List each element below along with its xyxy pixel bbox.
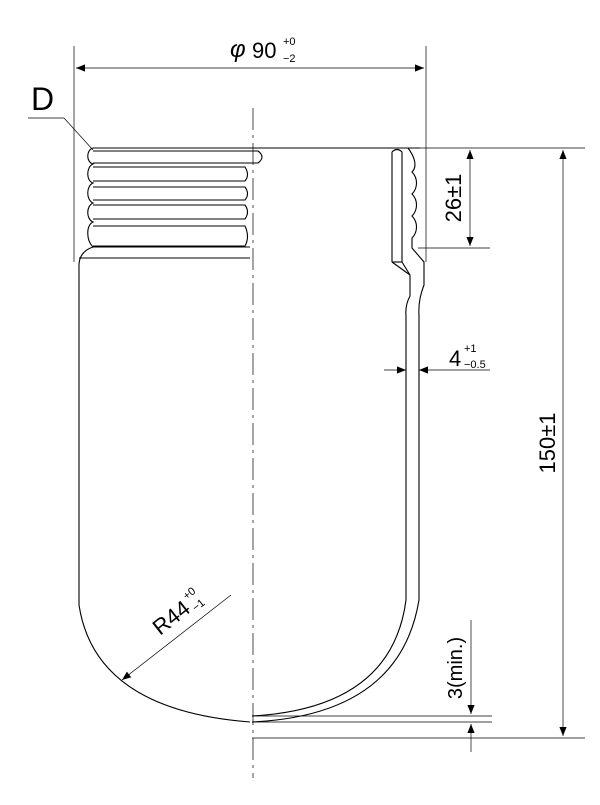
diameter-symbol: φ [230, 36, 246, 63]
thread-height-label: 26±1 [441, 174, 466, 223]
bottom-thickness-dimension: 3(min.) [252, 620, 492, 752]
bottom-label: 3(min.) [445, 637, 467, 699]
callout-d: D [28, 81, 94, 151]
outer-profile [78, 147, 420, 723]
wall-value: 4 [449, 346, 461, 371]
diameter-tol-lower: −2 [283, 53, 296, 65]
thread-height-dimension: 26±1 [418, 147, 585, 249]
diameter-dimension: φ 90 +0 −2 [73, 36, 427, 262]
total-height-label: 150±1 [535, 412, 560, 473]
callout-label: D [31, 81, 54, 117]
radius-tol-lower: −1 [190, 597, 207, 614]
wall-tol-upper: +1 [464, 343, 477, 355]
radius-dimension: R44 +0 −1 [121, 585, 232, 681]
wall-dimension: 4 +1 −0.5 [384, 343, 490, 374]
diameter-value: 90 [252, 38, 276, 63]
total-height-dimension: 150±1 [252, 150, 585, 739]
section-profile [251, 147, 425, 723]
diameter-tol-upper: +0 [283, 36, 296, 48]
wall-tol-lower: −0.5 [464, 359, 486, 371]
